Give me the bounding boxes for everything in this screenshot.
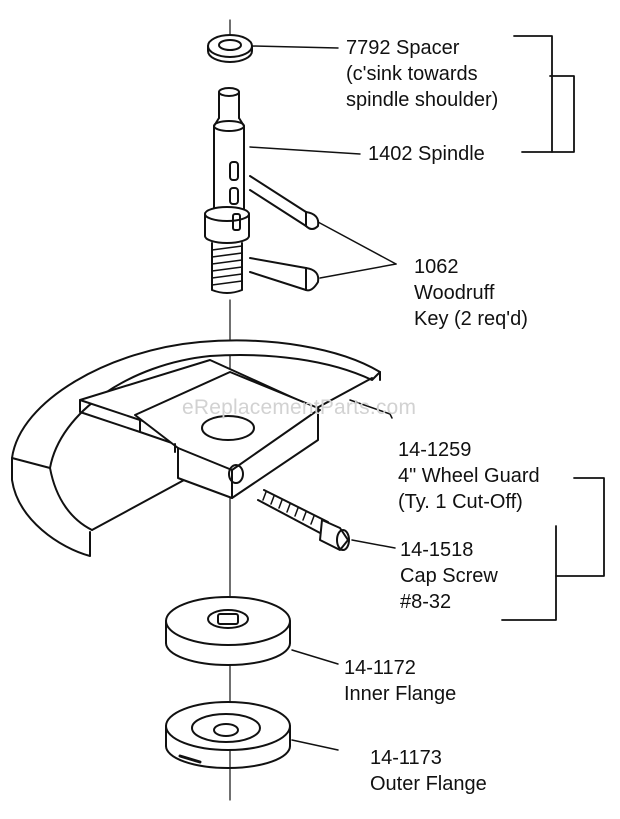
label-cap-screw-number: 14-1518 [400,539,474,561]
label-cap-screw-size: #8-32 [400,591,452,613]
spindle-part [204,87,250,294]
woodruff-key-lower [249,257,320,292]
label-outer-flange-name: Outer Flange [370,773,487,795]
label-wheel-guard-name: 4" Wheel Guard [398,465,540,487]
cap-screw-part [257,489,350,551]
wheel-guard-part [11,339,381,557]
label-inner-flange-name: Inner Flange [344,683,457,705]
label-spacer-note-2: spindle shoulder) [346,89,499,111]
label-wheel-guard-number: 14-1259 [398,439,472,461]
label-inner-flange-number: 14-1172 [344,657,416,679]
label-spindle: 1402 Spindle [368,143,485,165]
label-spacer-note-1: (c'sink towards [346,63,478,85]
woodruff-key-upper [249,175,320,230]
label-woodruff-qty: Key (2 req'd) [414,308,528,330]
label-outer-flange-number: 14-1173 [370,747,442,769]
label-woodruff-number: 1062 [414,256,459,278]
brackets [501,35,605,621]
label-spacer-part-number: 7792 Spacer [346,37,460,59]
label-woodruff-name: Woodruff [414,282,495,304]
label-wheel-guard-type: (Ty. 1 Cut-Off) [398,491,523,513]
leader-lines [249,45,397,751]
inner-flange-part [165,596,291,666]
spacer-part [207,34,253,63]
watermark-text: eReplacementParts.com [182,396,417,419]
label-cap-screw-name: Cap Screw [400,565,498,587]
outer-flange-part [165,701,291,769]
